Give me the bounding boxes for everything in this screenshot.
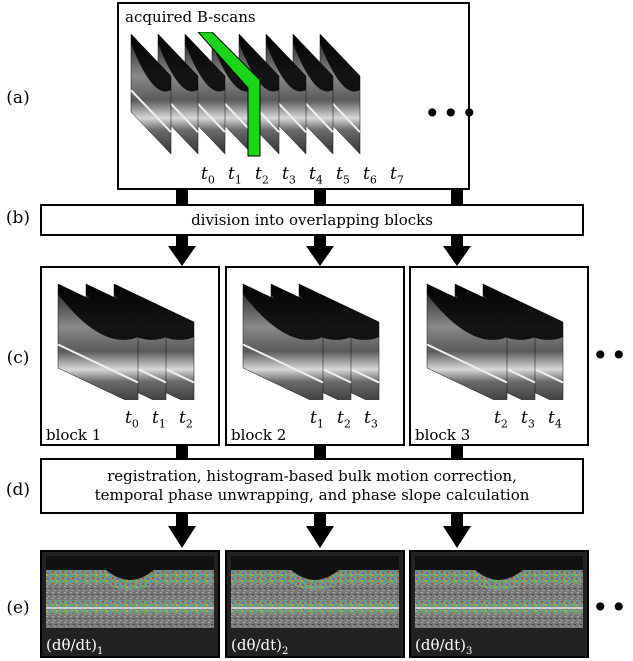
- ellipsis-a: •••: [424, 97, 480, 130]
- row-label-e: (e): [6, 598, 30, 618]
- bscan-stack: [130, 32, 361, 157]
- block-panel-3: t2 t3 t4 block 3: [409, 266, 589, 446]
- output-3-image: [415, 556, 583, 628]
- block-1-slab-0: [57, 283, 139, 400]
- time-label-t0: t0: [201, 164, 215, 187]
- acquired-bscans-panel: acquired B-scans t0 t1 t2 t3 t4 t5 t6 t7…: [117, 2, 478, 190]
- processing-banner: registration, histogram-based bulk motio…: [40, 458, 584, 514]
- output-panel-1: (dθ/dt)1: [40, 550, 220, 658]
- connector-a-b-2: [314, 190, 326, 205]
- output-2-label: (dθ/dt)2: [231, 636, 289, 657]
- block-2-time-2: t3: [364, 408, 378, 431]
- block-1-time-1: t1: [152, 408, 166, 431]
- connector-c-d-3: [451, 446, 463, 458]
- connector-c-d-1: [176, 446, 188, 458]
- arrow-b-c-2: [306, 236, 334, 266]
- output-3-map: [415, 556, 583, 628]
- block-1-label: block 1: [46, 426, 102, 444]
- time-label-t7: t7: [390, 164, 404, 187]
- highlight-strip: [197, 32, 261, 157]
- time-label-t3: t3: [282, 164, 296, 187]
- output-2-map: [231, 556, 399, 628]
- processing-line-1: registration, histogram-based bulk motio…: [107, 467, 517, 485]
- row-label-c: (c): [6, 348, 30, 368]
- block-3-time-0: t2: [494, 408, 508, 431]
- arrow-d-e-2: [306, 514, 334, 548]
- bscan-slab-0: [130, 33, 172, 155]
- time-label-t2: t2: [255, 164, 269, 187]
- block-2-time-0: t1: [310, 408, 324, 431]
- row-label-b: (b): [5, 208, 31, 228]
- arrow-b-c-1: [168, 236, 196, 266]
- output-2-image: [231, 556, 399, 628]
- ellipsis-c: •••: [592, 339, 633, 372]
- block-3-time-1: t3: [521, 408, 535, 431]
- block-1-time-0: t0: [125, 408, 139, 431]
- block-3-label: block 3: [415, 426, 471, 444]
- output-1-label: (dθ/dt)1: [46, 636, 104, 657]
- row-label-a: (a): [6, 88, 30, 108]
- ellipsis-e: •••: [592, 591, 633, 624]
- time-label-t1: t1: [228, 164, 242, 187]
- block-3-slab-0: [426, 283, 508, 400]
- block-3-scans: [426, 283, 564, 400]
- output-3-label: (dθ/dt)3: [415, 636, 473, 657]
- block-1-time-2: t2: [179, 408, 193, 431]
- connector-a-b-3: [451, 190, 463, 205]
- arrow-d-e-1: [168, 514, 196, 548]
- time-label-t6: t6: [363, 164, 377, 187]
- time-label-t4: t4: [309, 164, 323, 187]
- block-panel-2: t1 t2 t3 block 2: [225, 266, 405, 446]
- connector-c-d-2: [314, 446, 326, 458]
- bscan-slab-6: [292, 33, 334, 155]
- division-text: division into overlapping blocks: [191, 210, 433, 229]
- arrow-d-e-3: [443, 514, 471, 548]
- row-label-d: (d): [5, 480, 31, 500]
- time-label-t5: t5: [336, 164, 350, 187]
- block-3-time-2: t4: [548, 408, 562, 431]
- block-2-label: block 2: [231, 426, 287, 444]
- arrow-b-c-3: [443, 236, 471, 266]
- acquired-title: acquired B-scans: [125, 8, 256, 26]
- output-1-image: [46, 556, 214, 628]
- block-1-scans: [57, 283, 195, 400]
- output-1-map: [46, 556, 214, 628]
- connector-a-b-1: [176, 190, 188, 205]
- division-banner: division into overlapping blocks: [40, 204, 584, 236]
- output-panel-2: (dθ/dt)2: [225, 550, 405, 658]
- block-2-slab-0: [242, 283, 324, 400]
- processing-line-2: temporal phase unwrapping, and phase slo…: [94, 486, 530, 504]
- block-2-scans: [242, 283, 380, 400]
- block-panel-1: t0 t1 t2 block 1: [40, 266, 220, 446]
- output-panel-3: (dθ/dt)3: [409, 550, 589, 658]
- block-2-time-1: t2: [337, 408, 351, 431]
